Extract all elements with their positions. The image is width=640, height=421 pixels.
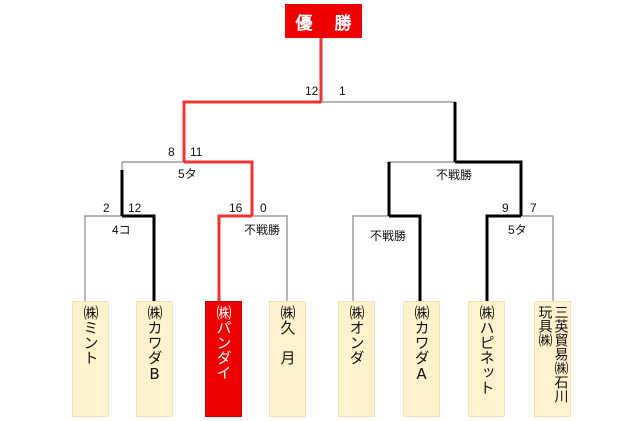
r1m3-note: 不戦勝 — [370, 229, 407, 243]
team-happinet: ㈱ハピネット — [468, 301, 505, 417]
final-right-score: 1 — [339, 84, 346, 98]
line-kawadaa — [389, 214, 422, 301]
team-name: 三英貿易㈱石川玩具㈱ — [536, 305, 569, 403]
line-pandai-final — [182, 100, 321, 162]
semi2-note: 不戦勝 — [436, 168, 473, 182]
semi1-left-score: 8 — [168, 145, 175, 159]
team-sanei-ishikawa: 三英貿易㈱石川玩具㈱ — [534, 301, 571, 417]
semi1-note: 5タ — [178, 167, 197, 181]
r1m4-right-score: 7 — [530, 201, 537, 215]
r1m4-note: 5タ — [508, 223, 527, 237]
semi1-right-score: 11 — [190, 145, 203, 159]
team-mint: ㈱ミント — [72, 301, 109, 417]
line-semi-right-winner — [455, 160, 523, 216]
r1m2-right-score: 0 — [260, 201, 267, 215]
team-name: ㈱ミント — [81, 305, 100, 365]
team-name: ㈱カワダB — [145, 305, 164, 383]
team-name: ㈱オンダ — [347, 305, 366, 365]
line-pandai — [217, 214, 252, 301]
team-name: ㈱カワダA — [412, 305, 431, 383]
r1m1-right-score: 12 — [128, 201, 142, 215]
team-kawada-a: ㈱カワダA — [403, 301, 440, 417]
line-mint — [84, 215, 122, 301]
r1m2-note: 不戦勝 — [244, 223, 281, 237]
r1m1-note: 4コ — [112, 223, 131, 237]
champion-title: 優 勝 — [295, 13, 360, 34]
line-onda — [352, 215, 389, 301]
team-kawada-b: ㈱カワダB — [136, 301, 173, 417]
team-name: ㈱久 月 — [278, 305, 297, 365]
r1m1-left-score: 2 — [103, 201, 110, 215]
team-name: ㈱ハピネット — [477, 305, 496, 395]
line-sanei — [521, 215, 554, 301]
final-left-score: 12 — [305, 84, 319, 98]
team-pandai: ㈱パンダイ — [205, 301, 242, 417]
champion-box: 優 勝 — [285, 4, 362, 38]
team-onda: ㈱オンダ — [338, 301, 375, 417]
team-kyugetsu: ㈱久 月 — [269, 301, 306, 417]
r1m2-left-score: 16 — [229, 201, 243, 215]
r1m4-left-score: 9 — [502, 201, 509, 215]
line-kyugetsu — [252, 215, 288, 301]
line-happinet — [485, 214, 521, 301]
line-final-right — [321, 101, 456, 162]
line-kawadab — [122, 214, 156, 301]
line-pandai-semi — [184, 160, 254, 216]
team-name: ㈱パンダイ — [214, 305, 233, 380]
